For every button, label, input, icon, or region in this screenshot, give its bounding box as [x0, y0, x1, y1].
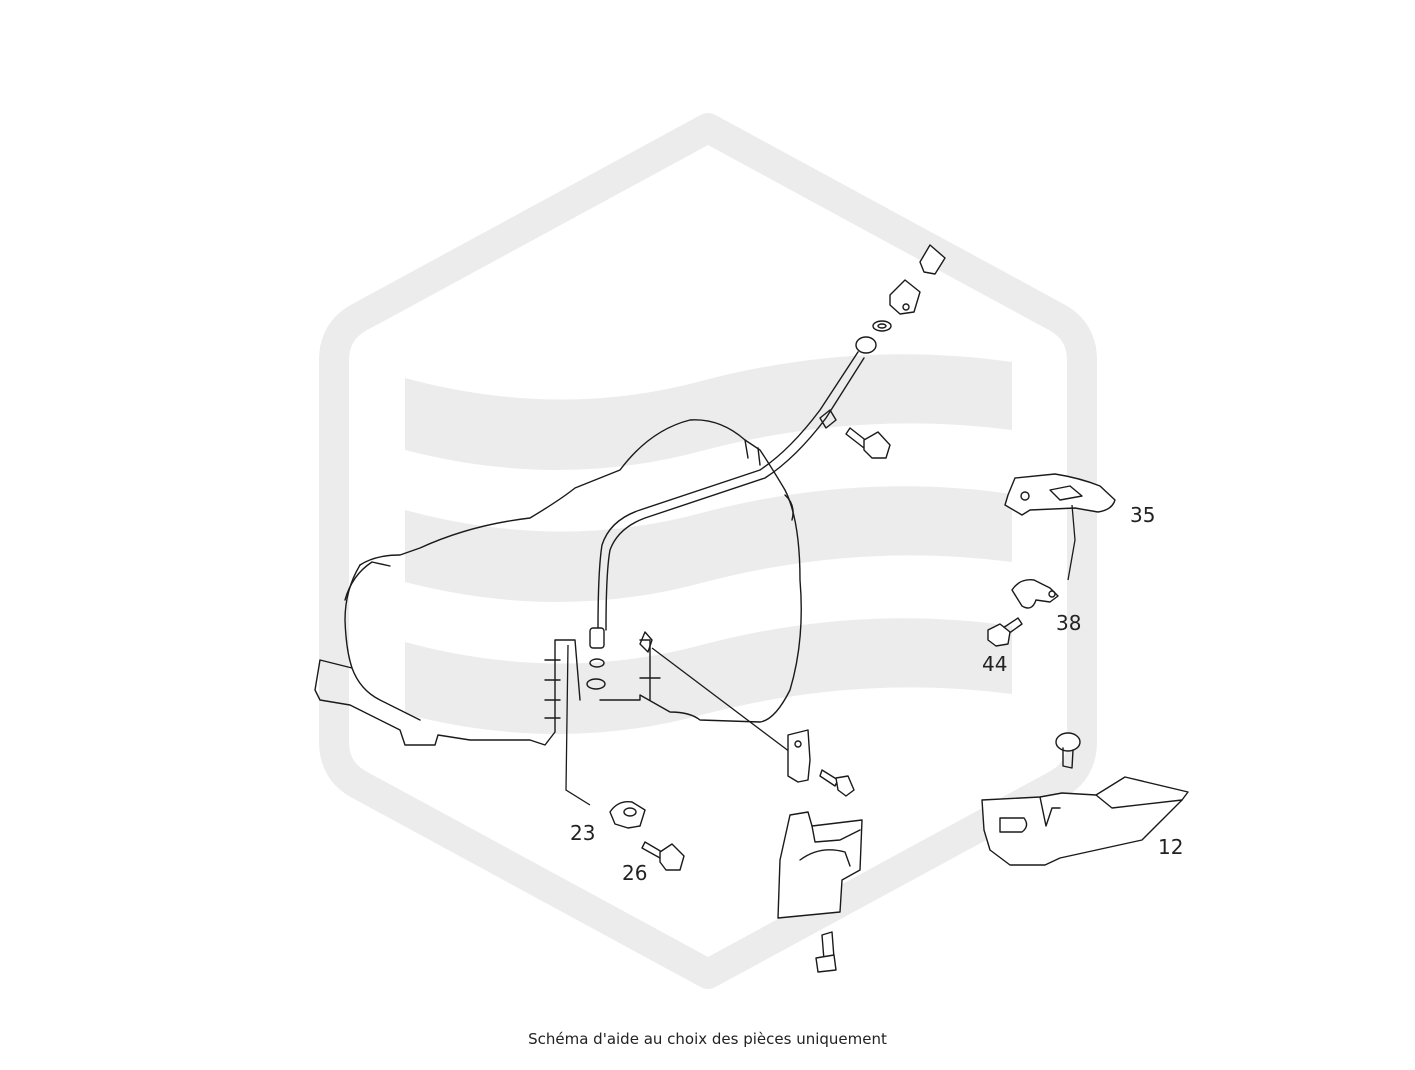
clamp-23 — [609, 801, 646, 829]
callout-labels: 35 38 44 23 26 12 — [570, 503, 1183, 885]
bolt-26 — [641, 841, 685, 871]
callout-35: 35 — [1130, 503, 1155, 527]
watermark-logo — [319, 113, 1097, 989]
leader-35 — [1067, 504, 1076, 581]
callout-38: 38 — [1056, 611, 1081, 635]
bolt-mid — [819, 769, 855, 797]
screw-upper — [1055, 732, 1081, 769]
bolt-upper — [845, 427, 891, 459]
callout-23: 23 — [570, 821, 595, 845]
dipstick-cap — [855, 244, 946, 354]
caption: Schéma d'aide au choix des pièces unique… — [528, 1030, 887, 1048]
callout-12: 12 — [1158, 835, 1183, 859]
bolt-lower — [815, 931, 837, 973]
callout-44: 44 — [982, 652, 1007, 676]
heat-shield-12 — [981, 776, 1189, 866]
leader-bracket — [651, 647, 791, 753]
clamp-38 — [1011, 579, 1059, 609]
callout-26: 26 — [622, 861, 647, 885]
leader-23 — [565, 644, 591, 806]
small-bracket — [787, 729, 811, 783]
transmission-housing — [314, 419, 802, 746]
bolt-44 — [987, 617, 1023, 647]
bracket-35 — [1004, 473, 1116, 516]
heat-shield-middle — [777, 811, 863, 919]
dipstick-tube — [586, 351, 865, 690]
clip-pin — [639, 631, 653, 653]
